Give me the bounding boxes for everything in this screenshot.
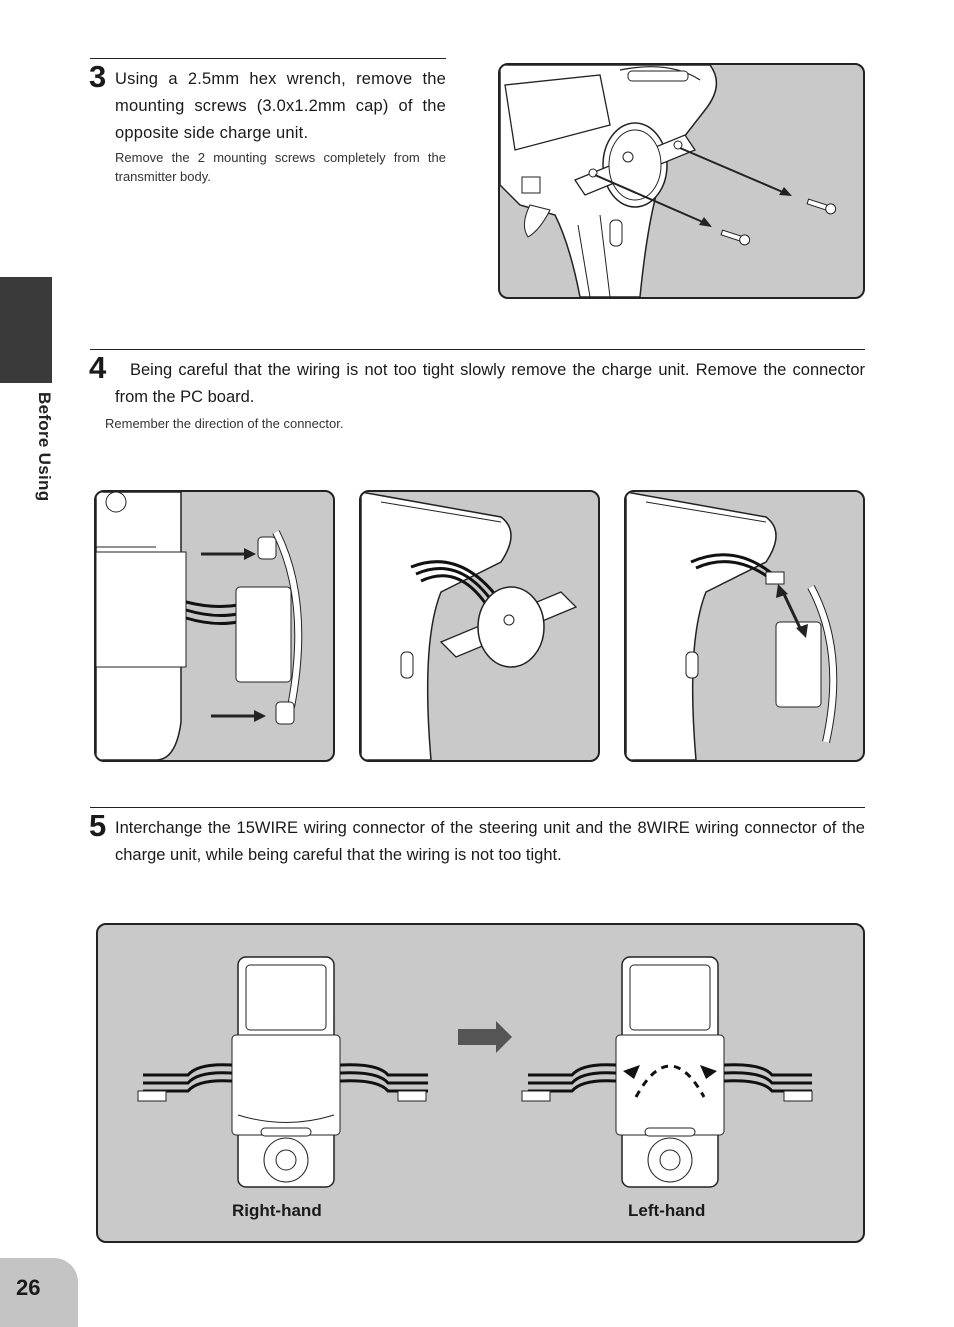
step5-illustration: [96, 923, 865, 1243]
section-tab: [0, 277, 52, 383]
step3-rule: [90, 58, 446, 59]
step4-note: Remember the direction of the connector.: [105, 416, 344, 431]
screw-icon: [806, 198, 837, 215]
step5-number: 5: [89, 808, 107, 843]
step4-illustration-open: [359, 490, 600, 762]
step4-illustration-remove: [94, 490, 335, 762]
step4-rule: [90, 349, 865, 350]
step4-text: Being careful that the wiring is not too…: [115, 361, 865, 406]
step5-text: Interchange the 15WIRE wiring connector …: [115, 819, 865, 864]
left-hand-label: Left-hand: [628, 1201, 706, 1220]
section-label: Before Using: [35, 392, 54, 502]
page-number: 26: [16, 1275, 41, 1300]
step4-number: 4: [89, 350, 107, 385]
step3-text: Using a 2.5mm hex wrench, remove the mou…: [115, 70, 446, 142]
screw-icon: [720, 229, 751, 246]
step5-rule: [90, 807, 865, 808]
right-hand-label: Right-hand: [232, 1201, 322, 1220]
step4-illustration-connector: [624, 490, 865, 762]
step3-number: 3: [89, 59, 107, 94]
step3-note: Remove the 2 mounting screws completely …: [115, 150, 446, 184]
page-number-tab: [0, 1258, 78, 1327]
right-hand-unit: [137, 956, 428, 1188]
left-hand-unit: [521, 956, 813, 1188]
step3-illustration: [498, 63, 865, 299]
